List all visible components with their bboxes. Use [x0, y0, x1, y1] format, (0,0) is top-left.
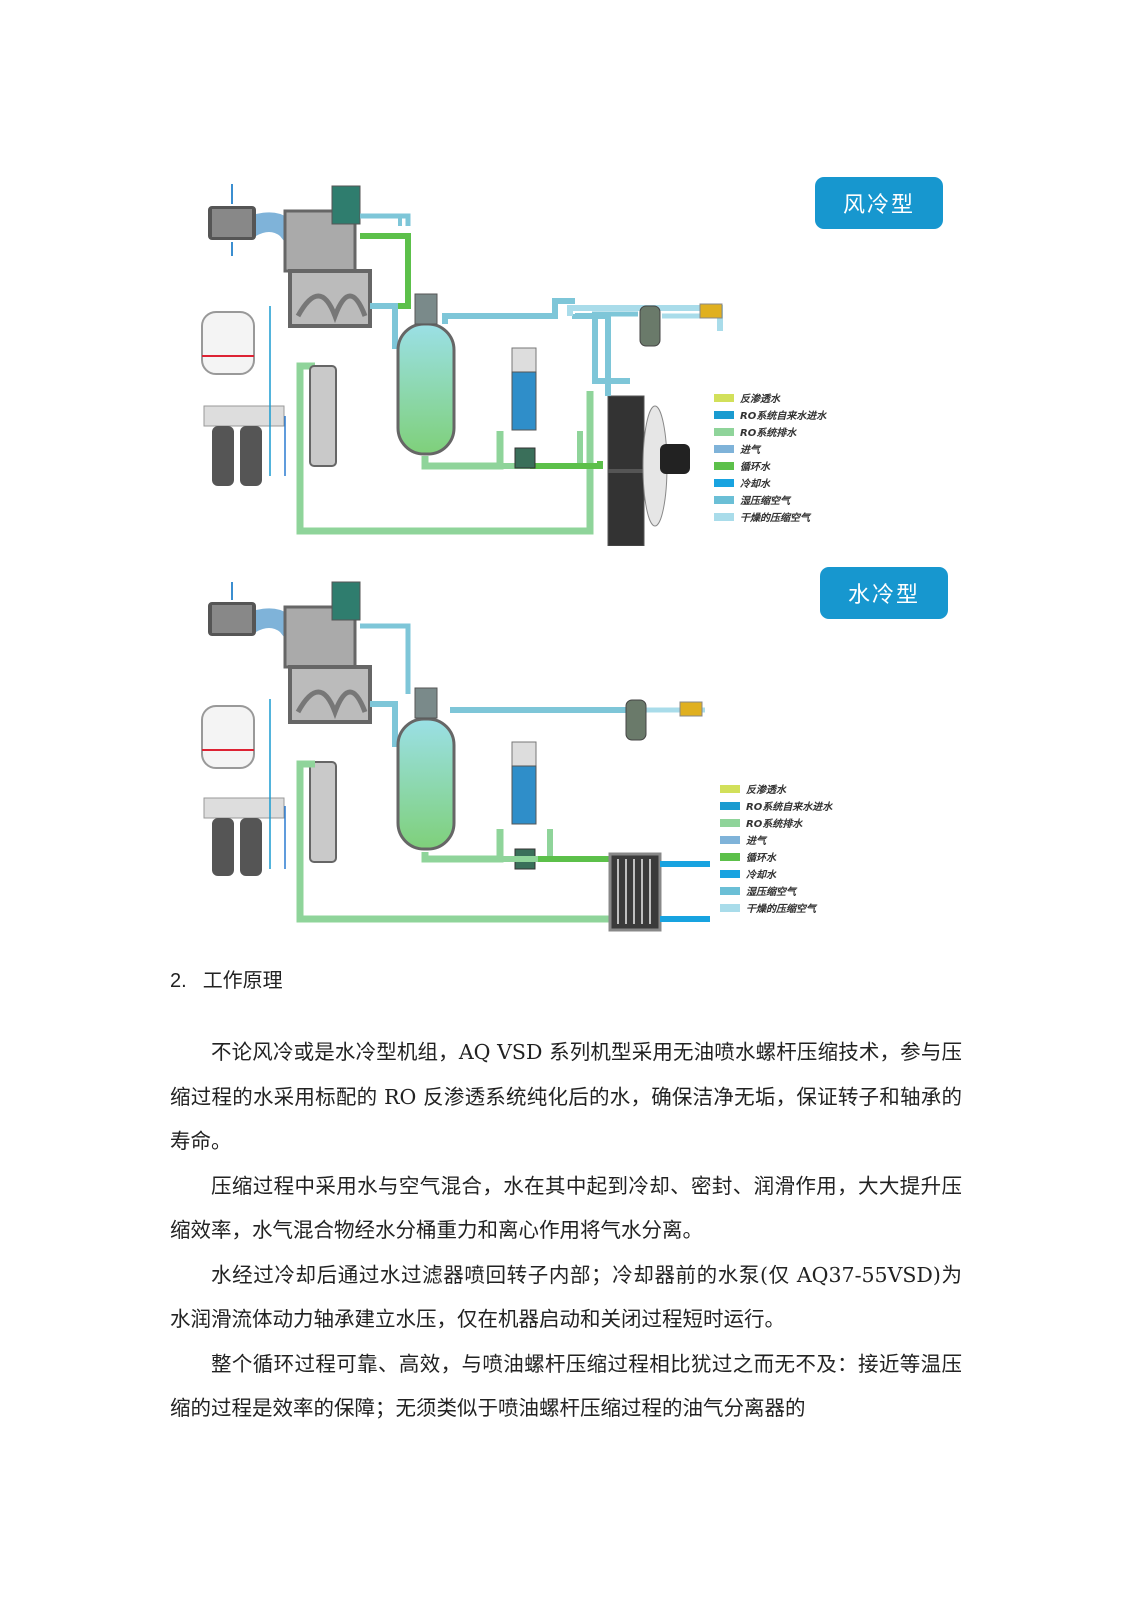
- legend-label: 冷却水: [740, 479, 770, 490]
- legend-label: 干燥的压缩空气: [740, 513, 810, 524]
- water-cooled-diagram: [160, 574, 960, 934]
- legend-label: 循环水: [746, 853, 776, 864]
- water-pump-icon: [511, 741, 537, 767]
- legend-swatch: [714, 461, 734, 470]
- legend-item: 进气: [714, 440, 826, 457]
- legend-item: RO系统自来水进水: [714, 406, 826, 423]
- water-cooled-badge: 水冷型: [820, 567, 948, 619]
- outlet-valve-icon: [679, 701, 703, 717]
- ro-system-icon: [203, 797, 285, 819]
- legend-item: 循环水: [720, 848, 832, 865]
- legend-label: 干燥的压缩空气: [746, 904, 816, 915]
- legend-item: RO系统自来水进水: [720, 797, 832, 814]
- legend-label: RO系统自来水进水: [740, 411, 827, 422]
- water-pump-icon: [511, 347, 537, 373]
- air-cooled-diagram: [160, 176, 960, 546]
- legend-label: 反渗透水: [740, 394, 780, 405]
- legend-swatch: [720, 784, 740, 793]
- legend-label: RO系统排水: [740, 428, 797, 439]
- water-separator-tank-icon: [396, 322, 456, 456]
- legend-label: 进气: [746, 836, 766, 847]
- legend-item: 湿压缩空气: [720, 882, 832, 899]
- legend-item: 反渗透水: [720, 780, 832, 797]
- legend-item: 干燥的压缩空气: [714, 508, 826, 525]
- paragraph: 水经过冷却后通过水过滤器喷回转子内部；冷却器前的水泵(仅 AQ37-55VSD)…: [170, 1262, 962, 1332]
- outlet-dryer-icon: [625, 699, 647, 741]
- paragraph: 整个循环过程可靠、高效，与喷油螺杆压缩过程相比犹过之而无不及：接近等温压缩的过程…: [170, 1351, 962, 1421]
- legend-swatch: [714, 478, 734, 487]
- legend-item: 进气: [720, 831, 832, 848]
- legend-swatch: [714, 444, 734, 453]
- water-filter-icon: [309, 365, 337, 467]
- paragraph: 不论风冷或是水冷型机组，AQ VSD 系列机型采用无油喷水螺杆压缩技术，参与压缩…: [170, 1040, 962, 1153]
- legend-item: 循环水: [714, 457, 826, 474]
- legend-label: 进气: [740, 445, 760, 456]
- legend-label: RO系统排水: [746, 819, 803, 830]
- legend-label: 湿压缩空气: [746, 887, 796, 898]
- ro-storage-tank-icon: [201, 705, 255, 769]
- legend-item: 湿压缩空气: [714, 491, 826, 508]
- legend-swatch: [714, 393, 734, 402]
- water-cooled-legend: 反渗透水 RO系统自来水进水 RO系统排水 进气 循环水 冷却水 湿压缩空气 干…: [720, 780, 832, 916]
- air-cooled-legend: 反渗透水 RO系统自来水进水 RO系统排水 进气 循环水 冷却水 湿压缩空气 干…: [714, 389, 826, 525]
- section-heading: 2. 工作原理: [170, 964, 283, 993]
- legend-swatch: [714, 512, 734, 521]
- air-cooled-badge: 风冷型: [815, 177, 943, 229]
- legend-item: 冷却水: [714, 474, 826, 491]
- legend-item: 干燥的压缩空气: [720, 899, 832, 916]
- legend-item: RO系统排水: [714, 423, 826, 440]
- legend-item: 冷却水: [720, 865, 832, 882]
- outlet-dryer-icon: [639, 305, 661, 347]
- ro-storage-tank-icon: [201, 311, 255, 375]
- section-number: 2.: [170, 970, 187, 992]
- legend-label: 冷却水: [746, 870, 776, 881]
- legend-swatch: [720, 852, 740, 861]
- section-title: 工作原理: [202, 968, 283, 992]
- legend-label: RO系统自来水进水: [746, 802, 833, 813]
- legend-swatch: [720, 869, 740, 878]
- legend-label: 湿压缩空气: [740, 496, 790, 507]
- legend-swatch: [720, 835, 740, 844]
- legend-swatch: [720, 886, 740, 895]
- body-text: 不论风冷或是水冷型机组，AQ VSD 系列机型采用无油喷水螺杆压缩技术，参与压缩…: [170, 1030, 962, 1431]
- air-cooled-schematic: [201, 184, 723, 546]
- legend-label: 反渗透水: [746, 785, 786, 796]
- water-separator-tank-icon: [396, 717, 456, 851]
- water-cooled-schematic: [201, 581, 710, 932]
- legend-item: RO系统排水: [720, 814, 832, 831]
- legend-swatch: [720, 801, 740, 810]
- legend-swatch: [714, 495, 734, 504]
- legend-item: 反渗透水: [714, 389, 826, 406]
- legend-swatch: [720, 903, 740, 912]
- legend-swatch: [714, 410, 734, 419]
- legend-swatch: [714, 427, 734, 436]
- outlet-valve-icon: [699, 303, 723, 319]
- legend-label: 循环水: [740, 462, 770, 473]
- water-filter-icon: [309, 761, 337, 863]
- ro-system-icon: [203, 405, 285, 427]
- paragraph: 压缩过程中采用水与空气混合，水在其中起到冷却、密封、润滑作用，大大提升压缩效率，…: [170, 1173, 962, 1243]
- legend-swatch: [720, 818, 740, 827]
